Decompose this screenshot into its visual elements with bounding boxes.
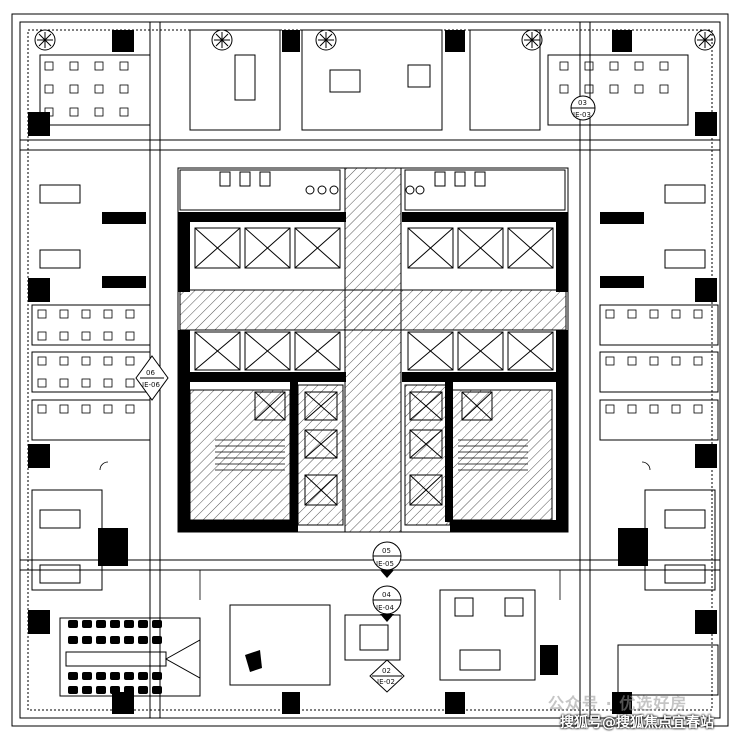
meeting-rooms-south — [229, 589, 536, 686]
section-marker-number: 02 — [382, 667, 391, 675]
section-marker-number: 06 — [146, 369, 155, 377]
section-marker-number: 05 — [382, 547, 391, 555]
plant-icons — [34, 29, 716, 51]
section-marker-06: 06 IE-06 — [135, 355, 169, 401]
section-marker-ref: IE-06 — [142, 381, 160, 389]
building-outline — [11, 13, 729, 727]
structural-columns — [28, 30, 717, 714]
desk-chairs — [37, 61, 703, 414]
section-marker-ref: IE-03 — [573, 111, 591, 119]
central-core — [177, 167, 569, 533]
armchair-icon — [245, 650, 262, 672]
section-marker-ref: IE-04 — [376, 604, 394, 612]
section-marker-04: 04 IE-04 — [372, 585, 402, 622]
workstations-west — [31, 54, 719, 696]
door-swings — [99, 461, 651, 600]
black-cabinets — [98, 212, 644, 562]
section-marker-05: 05 IE-05 — [372, 541, 402, 578]
section-marker-ref: IE-02 — [377, 678, 395, 686]
private-offices — [39, 29, 706, 584]
section-marker-ref: IE-05 — [376, 560, 394, 568]
section-marker-03: 03 IE-03 — [570, 95, 596, 121]
training-room — [59, 617, 201, 697]
section-marker-number: 03 — [578, 99, 587, 107]
section-marker-number: 04 — [382, 591, 391, 599]
section-marker-02: 02 IE-02 — [369, 659, 405, 693]
